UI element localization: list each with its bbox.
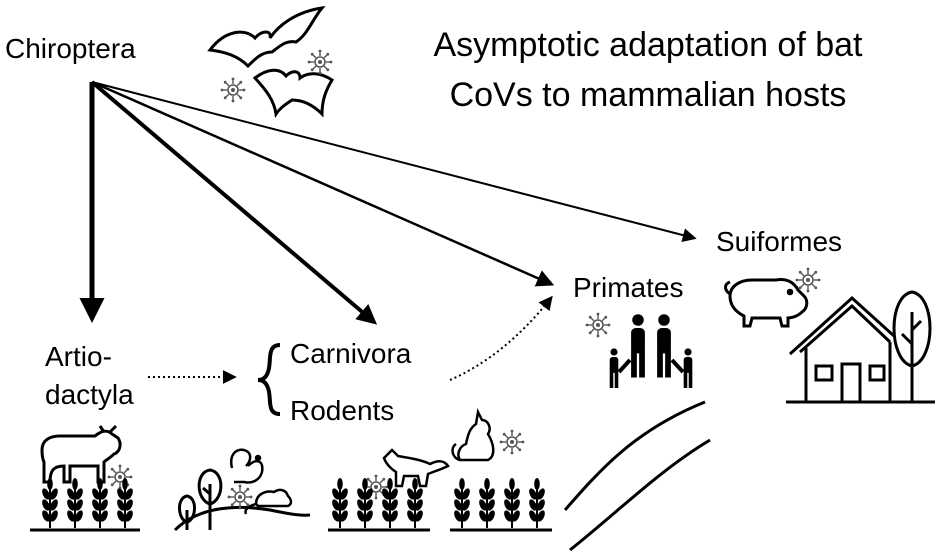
node-chiroptera: Chiroptera	[5, 33, 136, 64]
fox-icon	[382, 448, 450, 488]
node-suiformes: Suiformes	[716, 226, 842, 257]
arrow-chiroptera-carnivora	[90, 80, 378, 325]
arrows	[79, 80, 697, 384]
arrow-chiroptera-primates	[91, 80, 555, 287]
tree-icon	[173, 468, 311, 532]
wheat-icon	[30, 477, 140, 532]
virus-icon	[498, 428, 526, 456]
node-artiodactyla-line1: Artio-	[45, 341, 112, 372]
arrow-carnivora-primates-dotted	[449, 295, 553, 381]
virus-icon	[794, 266, 822, 294]
node-primates: Primates	[573, 272, 683, 303]
pig-icon	[724, 278, 809, 328]
title-line-2: CoVs to mammalian hosts	[450, 76, 847, 114]
virus-icon	[584, 311, 612, 339]
house-icon	[786, 295, 935, 404]
virus-icon	[226, 483, 254, 511]
wheat-icon	[328, 477, 552, 532]
cat-icon	[451, 408, 495, 462]
arrow-chiroptera-suiformes	[91, 81, 697, 242]
node-rodents: Rodents	[290, 395, 394, 426]
node-carnivora: Carnivora	[290, 338, 412, 369]
squirrel-icon	[229, 448, 264, 484]
node-artiodactyla-line2: dactyla	[45, 379, 134, 410]
virus-icon	[219, 76, 247, 104]
rat-icon	[244, 488, 293, 515]
title-line-1: Asymptotic adaptation of bat	[433, 26, 863, 64]
tree-icon	[892, 290, 932, 402]
grouping-brace	[257, 343, 281, 416]
virus-icon	[306, 48, 334, 76]
bat-icon	[207, 5, 335, 119]
cow-icon	[40, 424, 122, 484]
road-icon	[563, 400, 711, 552]
family-icon	[609, 314, 693, 388]
virus-icon	[106, 463, 134, 491]
